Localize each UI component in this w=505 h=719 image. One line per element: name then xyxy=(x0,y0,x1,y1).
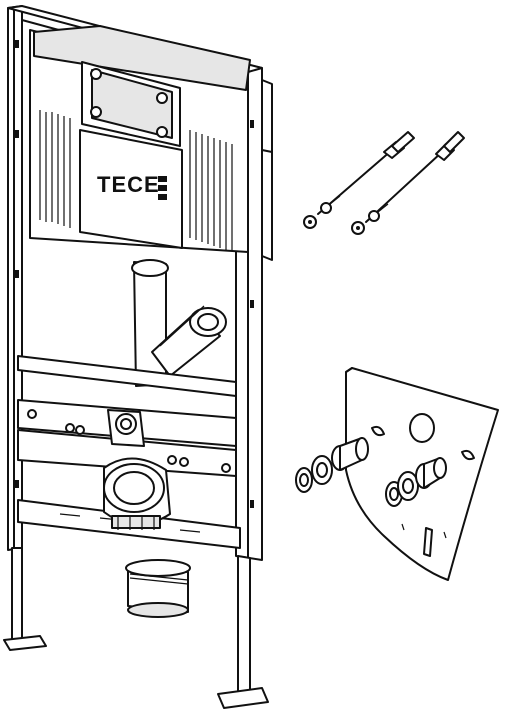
flush-pipe xyxy=(131,259,227,387)
brand-logo-text: TECE xyxy=(97,172,160,197)
washer-set-icon xyxy=(385,457,447,507)
brand-logo-mark-icon xyxy=(158,176,167,200)
waste-connector xyxy=(103,409,191,618)
anchor-bolt-icon xyxy=(303,131,415,229)
cistern: TECE xyxy=(29,25,273,261)
washer-set-icon xyxy=(295,437,369,493)
anchor-bolt-icon xyxy=(351,131,465,235)
